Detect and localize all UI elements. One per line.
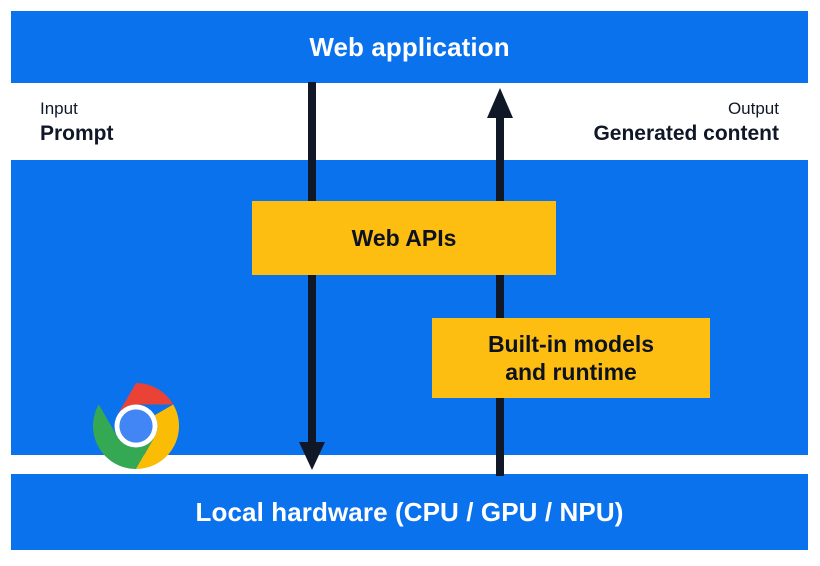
box-web-apis[interactable]: Web APIs xyxy=(252,201,556,275)
box-builtin-models[interactable]: Built-in models and runtime xyxy=(432,318,710,398)
web-apis-label: Web APIs xyxy=(351,224,457,251)
builtin-models-label: Built-in models and runtime xyxy=(487,330,655,385)
output-kicker: Output xyxy=(727,99,779,118)
chrome-logo-icon xyxy=(93,383,179,469)
layer-local-hardware: Local hardware (CPU / GPU / NPU) xyxy=(11,474,808,550)
local-hardware-label: Local hardware (CPU / GPU / NPU) xyxy=(195,497,624,527)
output-value: Generated content xyxy=(593,121,779,145)
arrow-down-icon xyxy=(299,82,325,470)
input-kicker: Input xyxy=(40,99,78,118)
input-value: Prompt xyxy=(40,121,114,145)
input-flow-label: Input Prompt xyxy=(40,98,230,148)
web-application-label: Web application xyxy=(309,32,510,62)
arrow-up-icon xyxy=(487,88,513,476)
output-flow-label: Output Generated content xyxy=(540,98,779,148)
layer-web-application: Web application xyxy=(11,11,808,83)
